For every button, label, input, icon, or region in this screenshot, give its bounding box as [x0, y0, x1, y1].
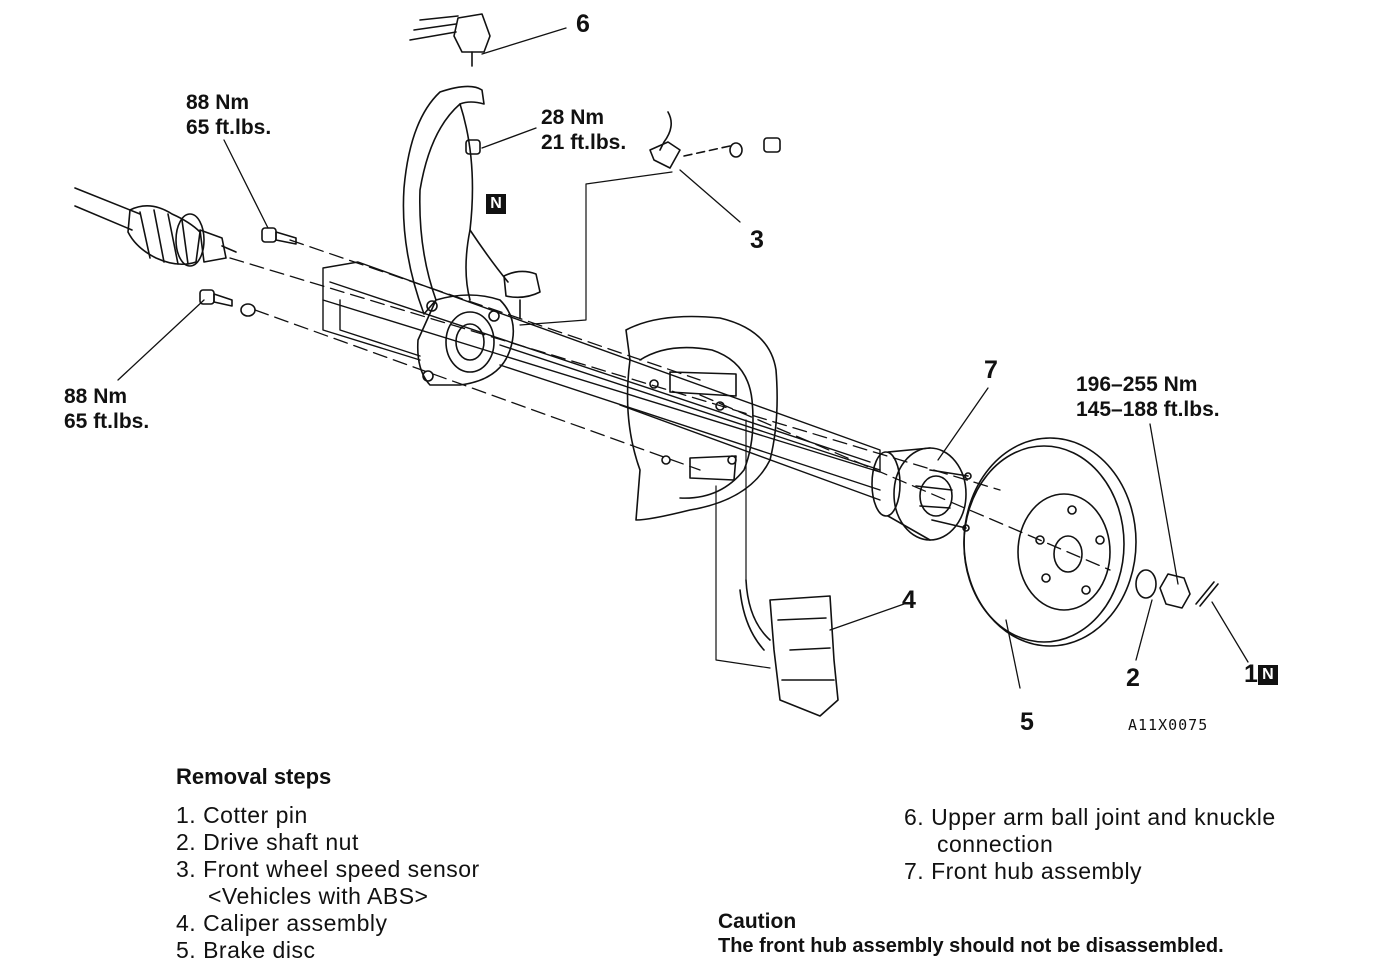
removal-step-6-cont: connection: [937, 831, 1054, 857]
caution-text: The front hub assembly should not be dis…: [718, 935, 1224, 957]
callout-6: 6: [576, 10, 590, 38]
torque-label-drive-shaft-nut: 196–255 Nm 145–188 ft.lbs.: [1076, 372, 1220, 422]
axle-frame: [323, 262, 880, 500]
upper-ball-joint: [410, 14, 490, 154]
torque-ftlbs: 145–188 ft.lbs.: [1076, 398, 1220, 421]
cotter-pin: [1196, 582, 1218, 606]
callout-5: 5: [1020, 708, 1034, 736]
torque-nm: 88 Nm: [64, 385, 128, 408]
new-part-marker-cotter-pin: N: [1257, 665, 1278, 686]
knuckle-bolts: [200, 228, 296, 316]
brake-disc: [964, 438, 1136, 646]
removal-step-3-note: <Vehicles with ABS>: [208, 883, 429, 909]
torque-nm: 196–255 Nm: [1076, 373, 1198, 396]
torque-label-knuckle-bolt-upper: 88 Nm 65 ft.lbs.: [186, 90, 271, 140]
wheel-speed-sensor: [520, 112, 780, 325]
callout-4: 4: [902, 586, 916, 614]
torque-label-ball-joint-nut: 28 Nm 21 ft.lbs.: [541, 105, 626, 155]
removal-step-2: 2. Drive shaft nut: [176, 829, 359, 855]
steering-knuckle: [403, 86, 540, 385]
figure-code: A11X0075: [1128, 716, 1209, 734]
leader-lines: [118, 28, 1248, 688]
torque-ftlbs: 65 ft.lbs.: [64, 410, 150, 433]
removal-step-1: 1. Cotter pin: [176, 802, 308, 828]
callout-3: 3: [750, 226, 764, 254]
torque-ftlbs: 21 ft.lbs.: [541, 131, 627, 154]
torque-nm: 28 Nm: [541, 106, 605, 129]
centerline-axes: [230, 240, 1110, 570]
torque-ftlbs: 65 ft.lbs.: [186, 116, 272, 139]
callout-7: 7: [984, 356, 998, 384]
caution-title: Caution: [718, 910, 797, 933]
torque-label-knuckle-bolt-lower: 88 Nm 65 ft.lbs.: [64, 384, 149, 434]
removal-step-5: 5. Brake disc: [176, 937, 316, 963]
callout-1-number: 1: [1244, 660, 1258, 688]
removal-steps-title: Removal steps: [176, 764, 332, 789]
front-hub: [872, 448, 971, 540]
dust-shield: [626, 317, 777, 521]
removal-step-6: 6. Upper arm ball joint and knuckle: [904, 804, 1276, 830]
new-part-marker-ball-joint-nut: N: [486, 194, 506, 214]
drive-shaft-nut: [1136, 570, 1190, 608]
torque-nm: 88 Nm: [186, 91, 250, 114]
removal-step-7: 7. Front hub assembly: [904, 858, 1143, 884]
removal-step-4: 4. Caliper assembly: [176, 910, 388, 936]
drive-shaft: [75, 188, 236, 266]
removal-step-3: 3. Front wheel speed sensor: [176, 856, 480, 882]
brake-caliper: [716, 420, 838, 716]
callout-2: 2: [1126, 664, 1140, 692]
